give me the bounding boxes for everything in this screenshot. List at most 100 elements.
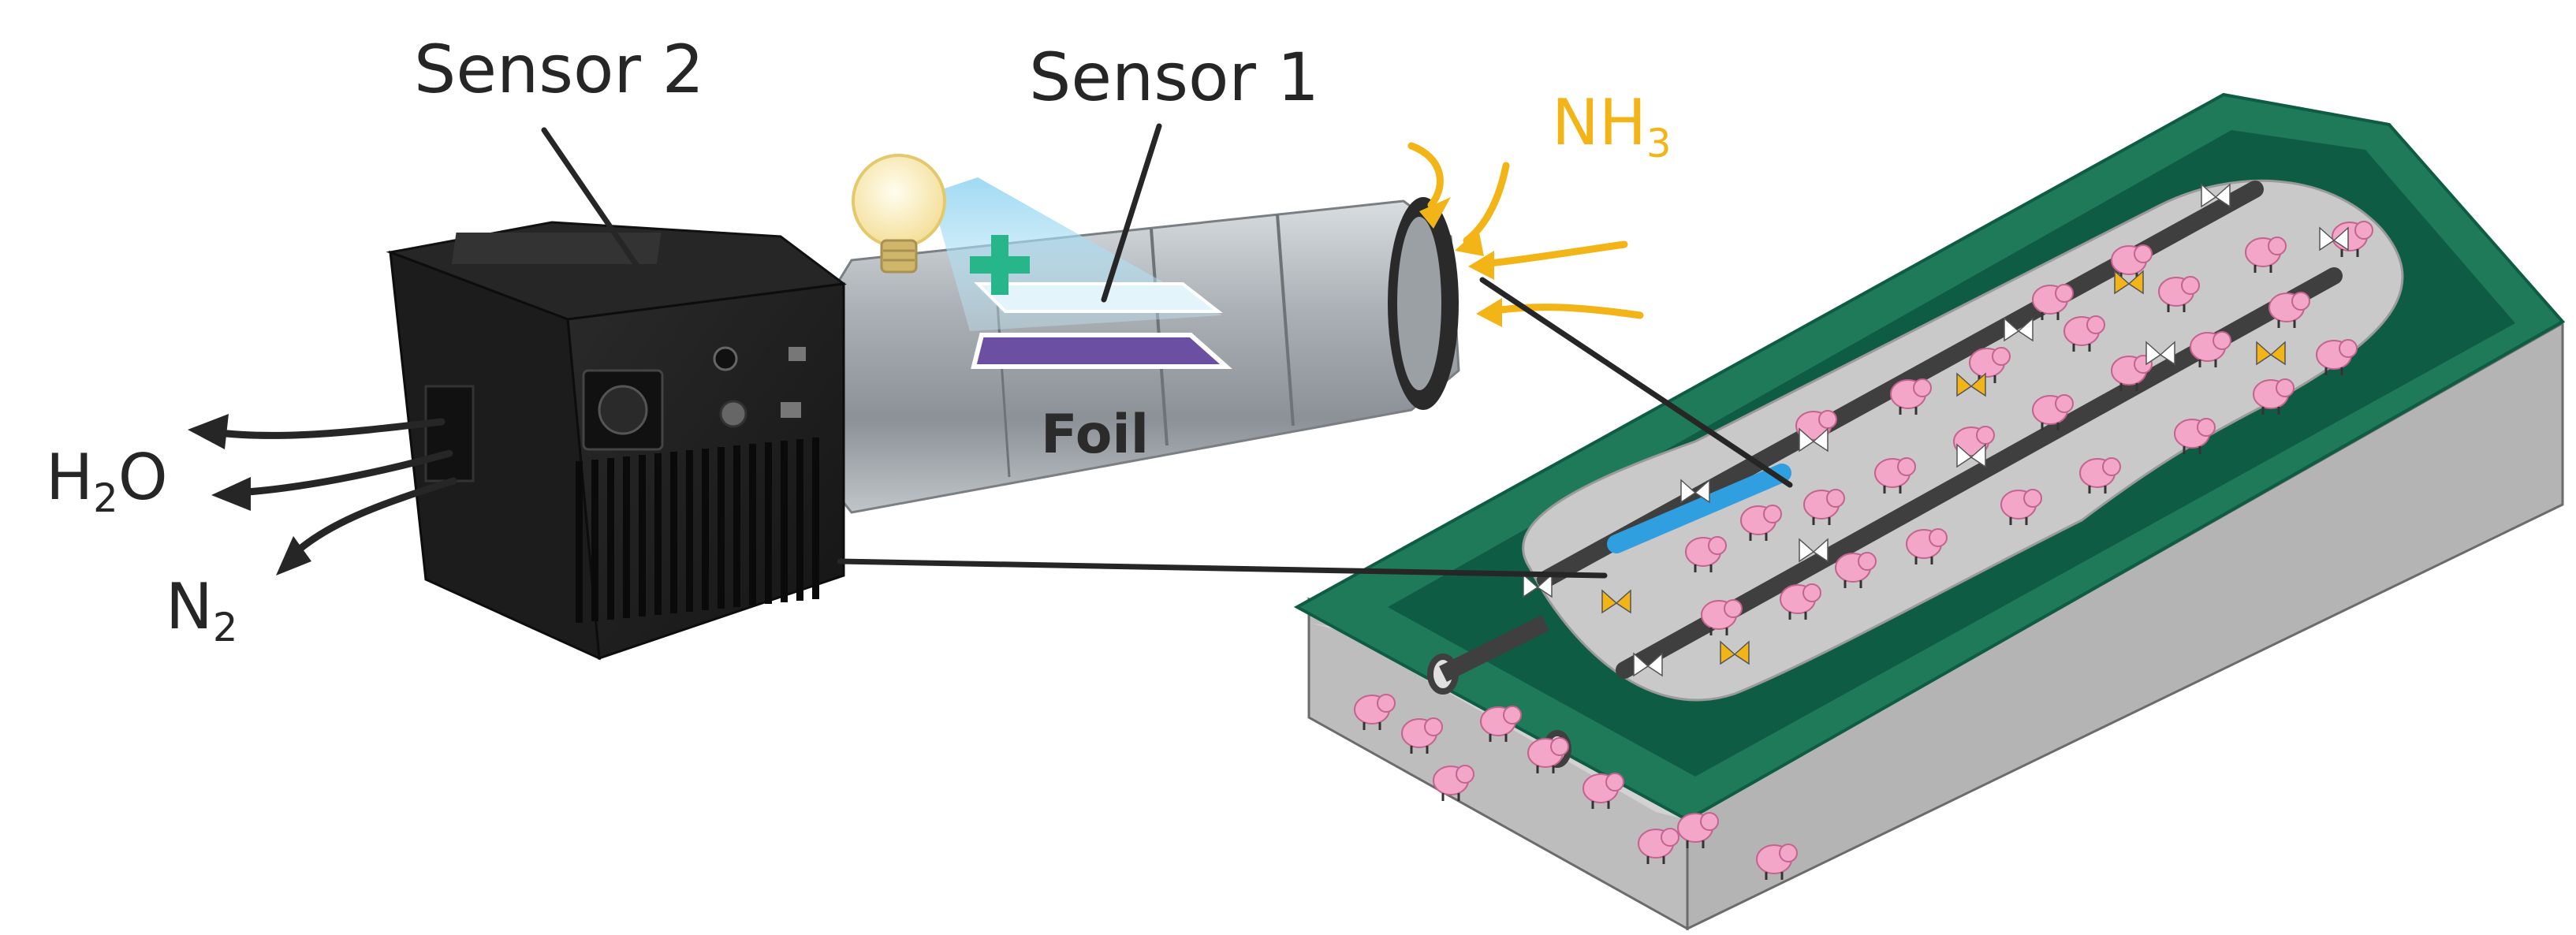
barn xyxy=(1293,92,2566,931)
vent-slot xyxy=(607,458,614,620)
pig-icon xyxy=(1803,489,1845,525)
pig-icon xyxy=(1701,599,1743,635)
pig-icon xyxy=(2316,339,2358,375)
pig-icon xyxy=(1780,583,1821,620)
pig-icon xyxy=(1969,347,2011,383)
sensor-1-label: Sensor 1 xyxy=(1029,39,1320,116)
pig-icon xyxy=(1740,505,1782,541)
round-connector xyxy=(719,400,747,428)
pig-icon xyxy=(2245,237,2287,273)
power-switch xyxy=(713,346,738,371)
pig-icon xyxy=(1480,706,1522,742)
butterfly-icon xyxy=(1799,427,1829,453)
nh3-base: NH xyxy=(1552,86,1646,159)
vent-slot xyxy=(670,452,677,613)
vent-slot xyxy=(623,456,630,618)
pig-icon xyxy=(1433,765,1474,801)
light-bulb-icon xyxy=(852,154,946,274)
n2-label: N2 xyxy=(166,576,237,647)
pig-icon xyxy=(2253,378,2295,415)
butterfly-icon xyxy=(1601,589,1631,614)
pig-icon xyxy=(2063,315,2105,352)
n2-subscript: 2 xyxy=(212,604,238,650)
arrow-nh3-2 xyxy=(1463,162,1510,244)
pig-icon xyxy=(1638,828,1679,864)
pig-icon xyxy=(2032,394,2074,430)
plus-icon xyxy=(970,235,1030,295)
pig-icon xyxy=(2174,418,2216,454)
sensor-2-box xyxy=(386,221,847,661)
sensor-2-label: Sensor 2 xyxy=(414,31,705,108)
butterfly-icon xyxy=(1633,652,1663,677)
pig-icon xyxy=(1906,528,1948,564)
vent-slot xyxy=(733,445,740,607)
pig-icon xyxy=(1354,694,1396,730)
nh3-subscript: 3 xyxy=(1646,120,1672,166)
pig-icon xyxy=(1527,737,1569,773)
callout-box-to-barn xyxy=(837,558,1608,579)
pipe-highlight xyxy=(1607,464,1791,553)
arrow-nh3-4 xyxy=(1486,304,1644,319)
pig-icon xyxy=(2268,292,2310,328)
callout-sensor2 xyxy=(541,127,650,283)
arrowhead xyxy=(276,536,311,576)
butterfly-icon xyxy=(1523,573,1553,598)
arrow-nh3-3 xyxy=(1478,240,1628,268)
butterfly-icon xyxy=(1680,479,1710,504)
h2o-h: H xyxy=(46,441,94,514)
butterfly-group xyxy=(1523,183,2349,677)
pig-icon xyxy=(1874,457,1916,494)
h2o-label: H2O xyxy=(46,446,168,518)
pig-icon xyxy=(1756,844,1798,880)
vent-slot xyxy=(576,461,583,623)
callout-sensor1 xyxy=(1101,123,1162,303)
vent-slot xyxy=(702,449,709,610)
vent-slot xyxy=(718,447,725,609)
foil-label: Foil xyxy=(1041,404,1150,466)
pig-icon xyxy=(2032,284,2074,320)
arrowhead xyxy=(211,477,251,511)
vent-slot xyxy=(591,460,598,621)
pig-icon xyxy=(1835,552,1877,588)
pig-icon xyxy=(1890,378,1932,415)
foil-layer xyxy=(971,333,1232,369)
vent-slot xyxy=(654,453,662,615)
h2o-o: O xyxy=(117,441,168,514)
callout-tube-to-barn xyxy=(1479,277,1793,488)
nh3-label: NH3 xyxy=(1552,91,1672,163)
pig-icon xyxy=(1583,773,1624,809)
butterfly-icon xyxy=(2201,183,2231,208)
vent-slot xyxy=(812,438,819,599)
butterfly-icon xyxy=(1956,372,1986,397)
pig-icon xyxy=(2079,457,2121,494)
pig-icon xyxy=(2158,276,2200,312)
arrow-nh3-1 xyxy=(1407,142,1444,209)
h2o-subscript: 2 xyxy=(93,475,118,521)
butterfly-icon xyxy=(2256,341,2286,366)
butterfly-icon xyxy=(2114,270,2144,295)
vent-slot xyxy=(749,444,756,605)
pig-group xyxy=(1354,221,2373,880)
butterfly-icon xyxy=(1720,640,1750,665)
nh3-arrows xyxy=(1407,142,1644,327)
butterfly-icon xyxy=(2319,226,2349,251)
arrow-h2o-top xyxy=(209,418,445,439)
arrow-h2o-bottom xyxy=(233,449,453,497)
arrowhead xyxy=(188,414,229,449)
pig-icon xyxy=(1401,717,1443,754)
pig-icon xyxy=(2190,331,2231,367)
exhaust-arrows xyxy=(188,414,457,576)
vent-slot xyxy=(639,455,646,617)
butterfly-icon xyxy=(1956,443,1986,468)
pig-icon xyxy=(1685,536,1727,572)
box-side xyxy=(389,250,601,661)
butterfly-icon xyxy=(2004,317,2034,342)
arrow-n2 xyxy=(284,477,457,564)
pig-icon xyxy=(1677,812,1719,848)
vent-slot xyxy=(781,441,788,602)
vent-slot xyxy=(686,450,693,612)
sensor-film xyxy=(974,282,1223,313)
vent-slot xyxy=(796,439,803,601)
